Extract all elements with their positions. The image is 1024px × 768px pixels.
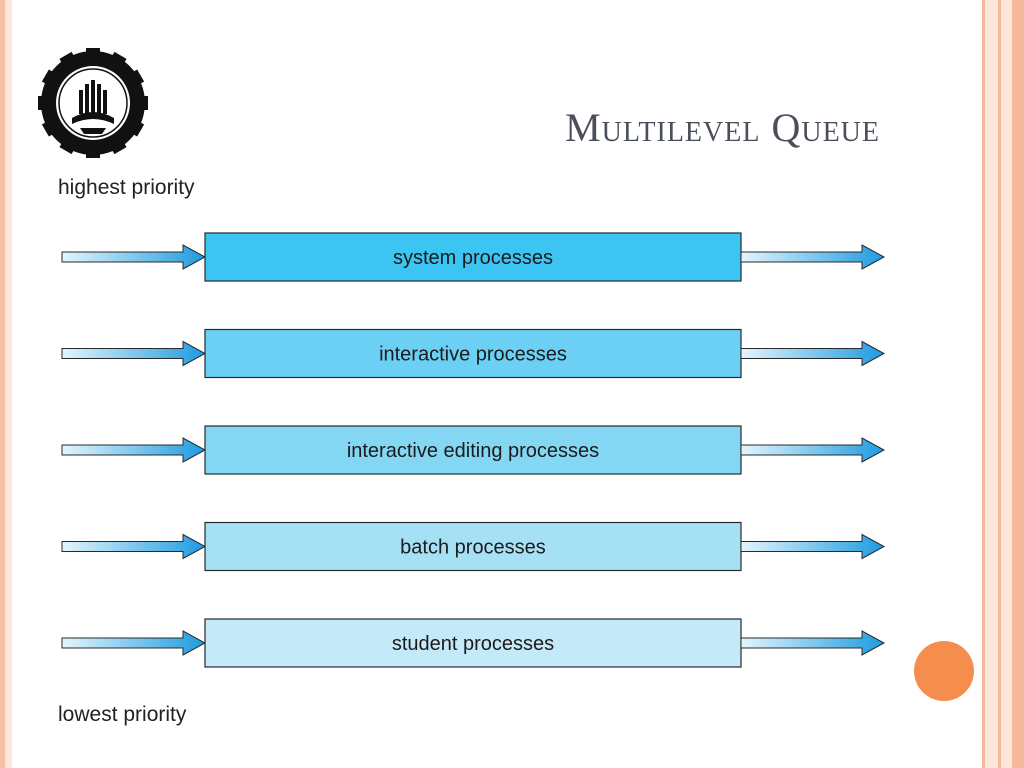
queue-box	[204, 328, 742, 379]
incoming-arrow	[61, 437, 207, 463]
slide-title: Multilevel Queue	[565, 105, 880, 150]
outgoing-arrow	[740, 244, 886, 270]
outgoing-arrow	[740, 437, 886, 463]
queue-label: interactive processes	[379, 344, 567, 366]
right-border-stripes	[976, 0, 1024, 768]
queue-row: interactive editing processes	[61, 425, 886, 475]
incoming-arrow	[61, 630, 207, 656]
orange-circle-decoration	[914, 641, 974, 701]
queue-label: interactive editing processes	[347, 440, 599, 462]
university-seal-gear-icon	[38, 48, 148, 158]
queue-row: interactive processes	[61, 328, 886, 379]
left-border-stripe	[0, 0, 12, 768]
outgoing-arrow	[740, 340, 886, 367]
queue-row: student processes	[61, 618, 886, 668]
incoming-arrow	[61, 533, 207, 560]
queue-label: student processes	[392, 633, 554, 655]
outgoing-arrow	[740, 630, 886, 656]
outgoing-arrow	[740, 533, 886, 560]
incoming-arrow	[61, 340, 207, 367]
queue-label: batch processes	[400, 537, 546, 559]
queue-box	[204, 425, 742, 475]
incoming-arrow	[61, 244, 207, 270]
queue-row: batch processes	[61, 521, 886, 572]
lowest-priority-label: lowest priority	[58, 703, 187, 726]
queue-box	[204, 232, 742, 282]
queue-box	[204, 521, 742, 572]
queue-row: system processes	[61, 232, 886, 282]
highest-priority-label: highest priority	[58, 176, 195, 199]
queue-label: system processes	[393, 247, 553, 269]
